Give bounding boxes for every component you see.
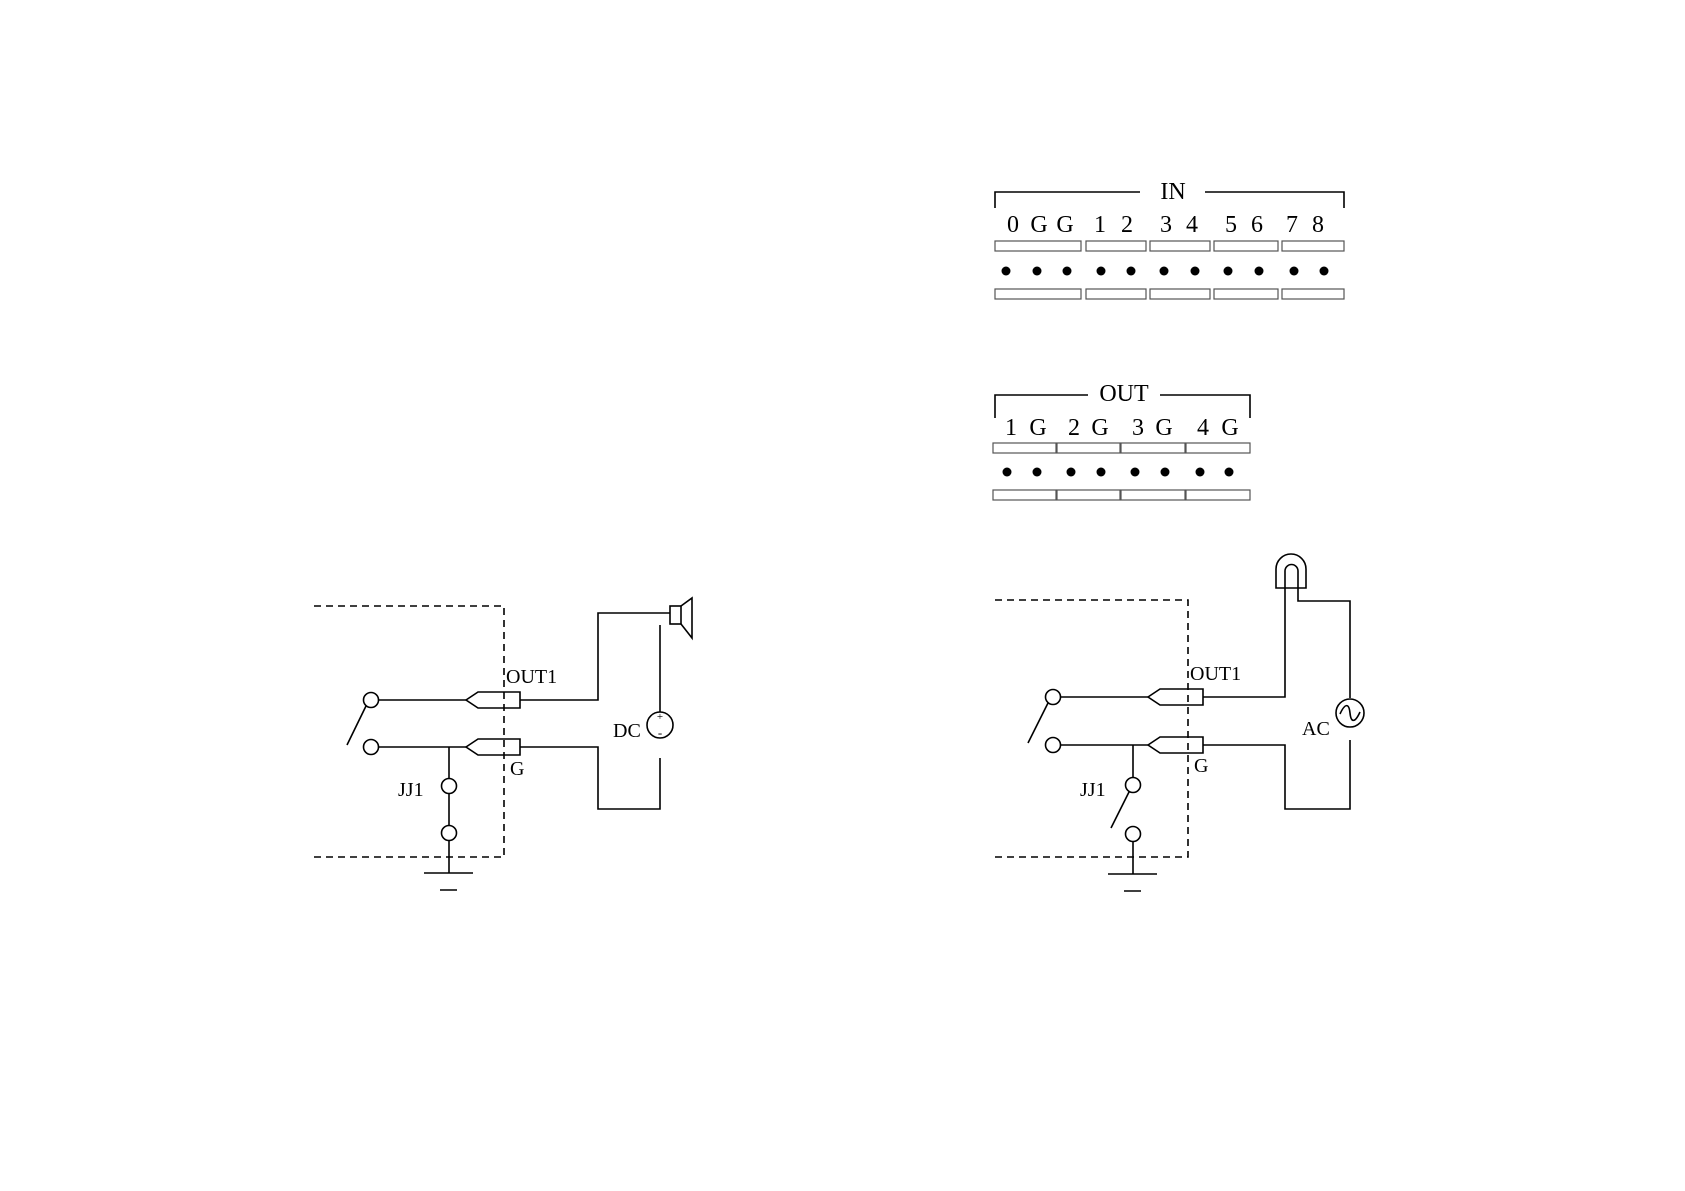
output-terminal-dots: [1003, 468, 1234, 477]
ac-jj1-contact: [1126, 778, 1141, 793]
dc-switch-contact: [364, 693, 379, 708]
ac-source-label: AC: [1302, 718, 1330, 740]
ac-jj1-contact: [1126, 827, 1141, 842]
input-terminal-dot: [1033, 267, 1042, 276]
input-pin-label: 7: [1286, 212, 1298, 238]
dc-switch-lever: [347, 706, 366, 745]
output-connector: OUT 1 G 2 G 3 G 4 G: [993, 381, 1250, 500]
ac-out1-label: OUT1: [1190, 663, 1241, 685]
output-pin-label: G: [1091, 415, 1108, 441]
ac-jj1-label: JJ1: [1080, 779, 1106, 801]
input-pin-label: 2: [1121, 212, 1133, 238]
output-pin-label: 3: [1132, 415, 1144, 441]
ac-switch-contact: [1046, 690, 1061, 705]
dc-source-icon: + -: [647, 711, 673, 740]
input-terminal-dot: [1191, 267, 1200, 276]
ac-device-boundary: [995, 600, 1188, 857]
ac-switch-lever: [1028, 703, 1048, 743]
input-pin-label: G: [1030, 212, 1047, 238]
input-pin-label: G: [1056, 212, 1073, 238]
output-terminal-strip-top: [993, 443, 1250, 453]
input-terminal-dot: [1002, 267, 1011, 276]
ac-switch-contact: [1046, 738, 1061, 753]
output-terminal-dot: [1097, 468, 1106, 477]
input-pin-label: 3: [1160, 212, 1172, 238]
dc-source-label: DC: [613, 720, 641, 742]
ac-circuit: OUT1 G JJ1 AC: [995, 554, 1364, 891]
output-terminal-dot: [1131, 468, 1140, 477]
input-connector: IN 0 G G 1 2 3 4 5 6 7 8: [995, 179, 1344, 299]
input-pin-label: 8: [1312, 212, 1324, 238]
dc-switch-contact: [364, 740, 379, 755]
output-pin-label: 4: [1197, 415, 1209, 441]
input-terminal-dots: [1002, 267, 1329, 276]
output-pin-label: G: [1155, 415, 1172, 441]
ac-ground-icon: [1108, 874, 1157, 891]
speaker-icon: [670, 598, 692, 638]
output-header-label: OUT: [1099, 381, 1149, 407]
output-terminal-dot: [1196, 468, 1205, 477]
output-pin-label: 2: [1068, 415, 1080, 441]
output-terminal-dot: [1033, 468, 1042, 477]
input-terminal-dot: [1160, 267, 1169, 276]
output-terminal-strip-bottom: [993, 490, 1250, 500]
output-terminal-dot: [1067, 468, 1076, 477]
input-terminal-dot: [1063, 267, 1072, 276]
ac-jj1-lever: [1111, 792, 1129, 828]
input-pin-labels: 0 G G 1 2 3 4 5 6 7 8: [1007, 212, 1324, 238]
input-pin-label: 0: [1007, 212, 1019, 238]
output-pin-label: G: [1221, 415, 1238, 441]
dc-out1-label: OUT1: [506, 666, 557, 688]
input-header-label: IN: [1160, 179, 1185, 205]
output-pin-label: 1: [1005, 415, 1017, 441]
input-terminal-dot: [1097, 267, 1106, 276]
input-pin-label: 4: [1186, 212, 1198, 238]
input-terminal-strip-bottom: [995, 289, 1344, 299]
dc-g-terminal: [466, 739, 520, 755]
dc-g-label: G: [510, 758, 524, 780]
dc-jj1-contact: [442, 779, 457, 794]
input-terminal-dot: [1290, 267, 1299, 276]
output-terminal-dot: [1003, 468, 1012, 477]
input-terminal-dot: [1127, 267, 1136, 276]
dc-source-plus: +: [657, 711, 663, 723]
dc-circuit: OUT1 G JJ1 + - DC: [314, 598, 692, 890]
input-terminal-dot: [1255, 267, 1264, 276]
input-terminal-dot: [1224, 267, 1233, 276]
input-pin-label: 1: [1094, 212, 1106, 238]
dc-out1-terminal: [466, 692, 520, 708]
output-pin-label: G: [1029, 415, 1046, 441]
dc-jj1-contact: [442, 826, 457, 841]
ac-g-label: G: [1194, 755, 1208, 777]
dc-device-boundary: [314, 606, 504, 857]
dc-source-minus: -: [658, 725, 662, 740]
input-terminal-dot: [1320, 267, 1329, 276]
ac-g-terminal: [1148, 737, 1203, 753]
dc-jj1-label: JJ1: [398, 779, 424, 801]
output-terminal-dot: [1161, 468, 1170, 477]
input-terminal-strip-top: [995, 241, 1344, 251]
lamp-icon: [1276, 554, 1306, 588]
output-pin-labels: 1 G 2 G 3 G 4 G: [1005, 415, 1239, 441]
input-pin-label: 6: [1251, 212, 1263, 238]
ac-out1-terminal: [1148, 689, 1203, 705]
input-pin-label: 5: [1225, 212, 1237, 238]
dc-ground-icon: [424, 873, 473, 890]
output-terminal-dot: [1225, 468, 1234, 477]
ac-source-icon: [1336, 699, 1364, 727]
